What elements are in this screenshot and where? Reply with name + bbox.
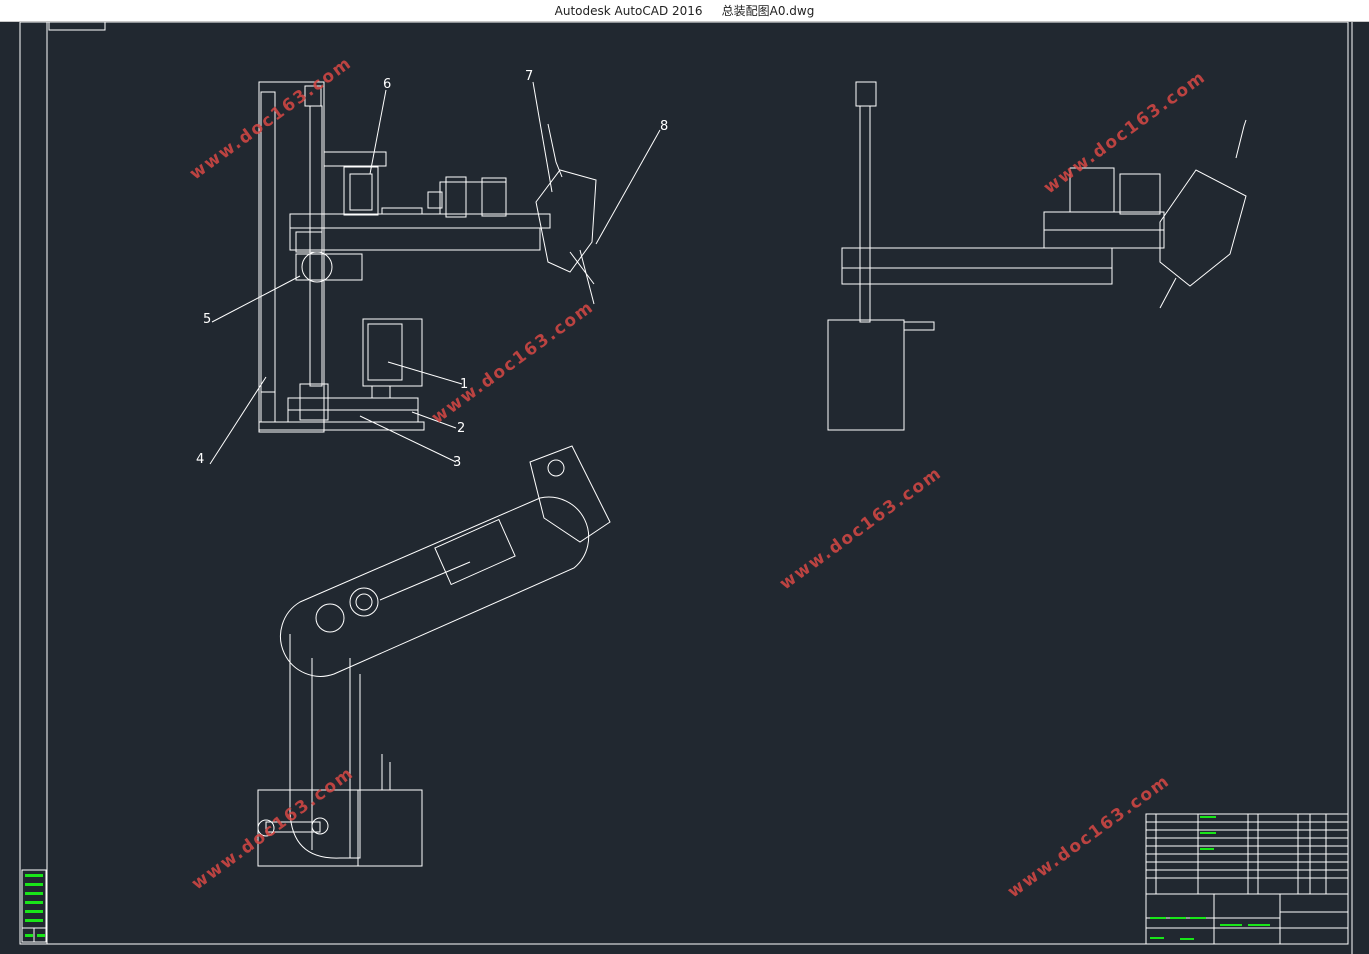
part-labels: 6 7 8 5 1 2 3 4 xyxy=(196,69,668,470)
binding-strip xyxy=(21,869,47,943)
top-view xyxy=(257,445,611,867)
side-view xyxy=(827,81,1247,431)
part-label-1: 1 xyxy=(460,377,468,392)
cad-drawing: 6 7 8 5 1 2 3 4 xyxy=(19,22,1353,954)
drawing-canvas[interactable]: 6 7 8 5 1 2 3 4 www.doc163.com www.doc16… xyxy=(0,22,1369,954)
part-label-6: 6 xyxy=(383,77,391,92)
part-label-3: 3 xyxy=(453,455,461,470)
front-view xyxy=(209,81,661,465)
window-title: Autodesk AutoCAD 2016 总装配图A0.dwg xyxy=(554,4,815,18)
part-label-8: 8 xyxy=(660,119,668,134)
green-marks xyxy=(25,816,1270,940)
part-label-7: 7 xyxy=(525,69,533,84)
part-label-5: 5 xyxy=(203,312,211,327)
drawing-border xyxy=(19,22,1349,945)
title-block xyxy=(1145,813,1349,945)
title-bar: Autodesk AutoCAD 2016 总装配图A0.dwg xyxy=(0,0,1369,22)
part-label-2: 2 xyxy=(457,421,465,436)
part-label-4: 4 xyxy=(196,452,204,467)
